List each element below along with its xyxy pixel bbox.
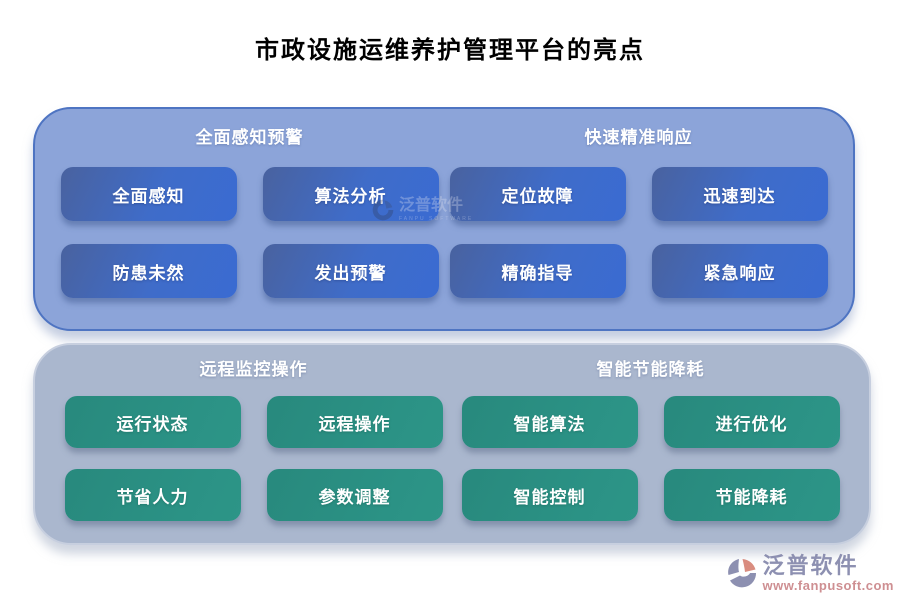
fanpu-logo-icon — [728, 559, 757, 588]
section-rapid-response: 快速精准响应 定位故障 迅速到达 精确指导 紧急响应 — [444, 125, 833, 309]
brand-texts: 泛普软件 www.fanpusoft.com — [762, 553, 894, 593]
button-grid: 全面感知 算法分析 防患未然 发出预警 — [60, 167, 439, 298]
section-header: 全面感知预警 — [195, 128, 304, 147]
button-grid: 智能算法 进行优化 智能控制 节能降耗 — [461, 396, 840, 521]
chip-jingque-zhidao[interactable]: 精确指导 — [449, 244, 626, 298]
chip-jieneng-jianghao[interactable]: 节能降耗 — [663, 469, 840, 521]
chip-dingwei-guzhang[interactable]: 定位故障 — [449, 167, 626, 221]
chip-yuancheng-caozuo[interactable]: 远程操作 — [266, 396, 443, 448]
chip-jinji-xiangying[interactable]: 紧急响应 — [651, 244, 828, 298]
section-header: 智能节能降耗 — [596, 360, 705, 379]
button-grid: 运行状态 远程操作 节省人力 参数调整 — [64, 396, 443, 521]
section-perception-warning: 全面感知预警 全面感知 算法分析 防患未然 发出预警 — [55, 125, 444, 309]
section-remote-monitor: 远程监控操作 运行状态 远程操作 节省人力 参数调整 — [55, 357, 452, 531]
section-header: 快速精准响应 — [584, 128, 693, 147]
chip-suanfa-fenxi[interactable]: 算法分析 — [262, 167, 439, 221]
chip-zhineng-kongzhi[interactable]: 智能控制 — [461, 469, 638, 521]
brand-url[interactable]: www.fanpusoft.com — [762, 578, 894, 593]
chip-zhineng-suanfa[interactable]: 智能算法 — [461, 396, 638, 448]
chip-yunxing-zhuangtai[interactable]: 运行状态 — [64, 396, 241, 448]
fanpu-branding: 泛普软件 www.fanpusoft.com — [726, 555, 894, 592]
brand-name: 泛普软件 — [762, 553, 859, 578]
section-header: 远程监控操作 — [199, 360, 308, 379]
chip-jiesheng-renli[interactable]: 节省人力 — [64, 469, 241, 521]
page-title: 市政设施运维养护管理平台的亮点 — [255, 37, 645, 64]
chip-xunsu-daoda[interactable]: 迅速到达 — [651, 167, 828, 221]
chip-fanghuan-weiran[interactable]: 防患未然 — [60, 244, 237, 298]
chip-quanmian-ganzhi[interactable]: 全面感知 — [60, 167, 237, 221]
button-grid: 定位故障 迅速到达 精确指导 紧急响应 — [449, 167, 828, 298]
chip-jinxing-youhua[interactable]: 进行优化 — [663, 396, 840, 448]
section-smart-energy: 智能节能降耗 智能算法 进行优化 智能控制 节能降耗 — [452, 357, 849, 531]
panel-perception-response: 全面感知预警 全面感知 算法分析 防患未然 发出预警 快速精准响应 定位故障 迅… — [33, 107, 855, 331]
chip-canshu-tiaozheng[interactable]: 参数调整 — [266, 469, 443, 521]
panel-monitor-energy: 远程监控操作 运行状态 远程操作 节省人力 参数调整 智能节能降耗 智能算法 进… — [33, 343, 871, 545]
chip-fachu-yujing[interactable]: 发出预警 — [262, 244, 439, 298]
